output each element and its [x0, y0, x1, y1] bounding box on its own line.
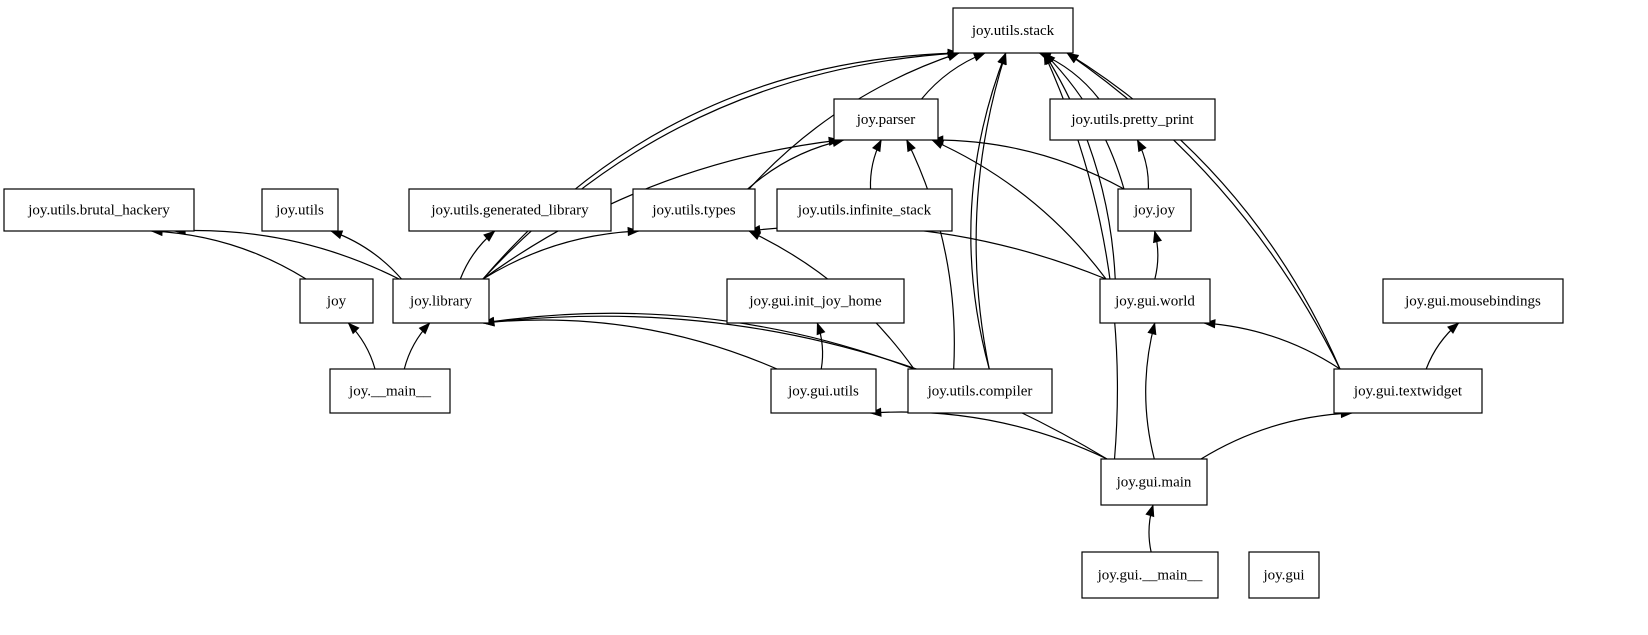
edge-joy-gui-textwidget-to-joy-utils-stack	[1066, 52, 1341, 370]
arrowhead-icon	[1043, 52, 1053, 66]
node-box	[1100, 458, 1208, 506]
node-joy-gui-world[interactable]: joy.gui.world	[1099, 278, 1211, 324]
node-joy-utils-generated-library[interactable]: joy.utils.generated_library	[408, 188, 612, 232]
arrowhead-icon	[1066, 52, 1080, 63]
node-box	[632, 188, 756, 232]
arrowhead-icon	[906, 139, 916, 153]
edge-joy-gui-utils-to-joy-library	[482, 319, 778, 370]
node-box	[726, 278, 905, 324]
node-box	[408, 188, 612, 232]
node-box	[392, 278, 490, 324]
node-box	[1333, 368, 1483, 414]
arrowhead-icon	[872, 139, 882, 153]
edge-joy-library-to-joy-utils-brutal-hackery	[174, 229, 400, 280]
edge-joy-utils-types-to-joy-parser	[747, 139, 844, 190]
arrowhead-icon	[931, 139, 945, 149]
node-box	[329, 368, 451, 414]
edge-joy-gui-textwidget-to-joy-gui-world	[1203, 322, 1341, 370]
node-box	[261, 188, 339, 232]
node-joy-gui-init-joy-home[interactable]: joy.gui.init_joy_home	[726, 278, 905, 324]
node-box	[907, 368, 1053, 414]
edge-joy-gui-main-to-joy-gui-utils	[869, 411, 1108, 460]
node-box	[1081, 551, 1219, 599]
node-joy-gui[interactable]: joy.gui	[1248, 551, 1320, 599]
arrowhead-icon	[418, 322, 431, 335]
node-joy-gui-main[interactable]: joy.gui.__main__	[1081, 551, 1219, 599]
edge-joy-gui-main-to-joy-gui-textwidget	[1200, 412, 1353, 460]
node-box	[1248, 551, 1320, 599]
node-joy-gui-main[interactable]: joy.gui.main	[1100, 458, 1208, 506]
edge-joy-utils-compiler-to-joy-library	[482, 312, 915, 370]
node-joy-utils-stack[interactable]: joy.utils.stack	[952, 7, 1074, 54]
edge-joy-joy-to-joy-parser	[931, 139, 1125, 190]
node-box	[3, 188, 195, 232]
edge-joy-utils-compiler-to-joy-utils-stack	[970, 52, 1007, 370]
arrowhead-icon	[816, 322, 826, 336]
edge-joy-parser-to-joy-utils-stack	[921, 52, 986, 100]
node-joy-utils-brutal-hackery[interactable]: joy.utils.brutal_hackery	[3, 188, 195, 232]
node-box	[833, 98, 939, 141]
node-box	[952, 7, 1074, 54]
edge-joy-gui-world-to-joy-utils-stack	[1043, 52, 1116, 280]
node-joy-utils-infinite-stack[interactable]: joy.utils.infinite_stack	[776, 188, 953, 232]
node-box	[776, 188, 953, 232]
node-joy-utils-compiler[interactable]: joy.utils.compiler	[907, 368, 1053, 414]
node-joy-joy[interactable]: joy.joy	[1117, 188, 1192, 232]
node-joy-main[interactable]: joy.__main__	[329, 368, 451, 414]
nodes-layer: joy.utils.stack joy.parser joy.utils.prett…	[3, 7, 1564, 599]
node-joy-utils-types[interactable]: joy.utils.types	[632, 188, 756, 232]
node-joy-utils[interactable]: joy.utils	[261, 188, 339, 232]
edge-joy-library-to-joy-utils-types	[482, 230, 640, 280]
edge-joy-utils-compiler-to-joy-parser	[906, 139, 955, 370]
arrowhead-icon	[946, 52, 960, 61]
arrowhead-icon	[1136, 139, 1147, 153]
edge-joy-gui-main-to-joy-library	[482, 315, 1108, 460]
arrowhead-icon	[1145, 504, 1155, 518]
edge-joy-library-to-joy-utils-stack	[482, 52, 960, 280]
arrowhead-icon	[748, 230, 762, 241]
node-joy-gui-utils[interactable]: joy.gui.utils	[770, 368, 877, 414]
node-joy-library[interactable]: joy.library	[392, 278, 490, 324]
arrowhead-icon	[330, 230, 344, 240]
arrowhead-icon	[1147, 322, 1157, 336]
node-joy-parser[interactable]: joy.parser	[833, 98, 939, 141]
node-joy[interactable]: joy	[299, 278, 374, 324]
node-box	[770, 368, 877, 414]
node-joy-utils-pretty-print[interactable]: joy.utils.pretty_print	[1049, 98, 1216, 141]
node-box	[299, 278, 374, 324]
edge-joy-utils-compiler-to-joy-utils-stack	[975, 52, 1007, 370]
edge-joy-gui-textwidget-to-joy-utils-stack	[1066, 52, 1341, 370]
arrowhead-icon	[1153, 230, 1162, 244]
node-box	[1049, 98, 1216, 141]
edge-joy-gui-world-to-joy-parser	[931, 139, 1107, 280]
edge-joy-gui-world-to-joy-utils-types	[748, 224, 1107, 280]
arrowhead-icon	[347, 322, 360, 335]
arrowhead-icon	[483, 230, 496, 242]
edges-layer	[150, 48, 1460, 553]
node-joy-gui-mousebindings[interactable]: joy.gui.mousebindings	[1382, 278, 1564, 324]
edge-joy-gui-main-to-joy-gui-world	[1145, 322, 1156, 460]
node-box	[1099, 278, 1211, 324]
node-joy-gui-textwidget[interactable]: joy.gui.textwidget	[1333, 368, 1483, 414]
arrowhead-icon	[1447, 322, 1460, 334]
node-box	[1382, 278, 1564, 324]
edge-joy-library-to-joy-parser	[482, 139, 841, 280]
edge-joy-library-to-joy-utils-stack	[482, 52, 960, 280]
node-box	[1117, 188, 1192, 232]
arrowhead-icon	[972, 52, 986, 62]
arrowhead-icon	[997, 52, 1007, 66]
edge-joy-to-joy-utils-brutal-hackery	[151, 230, 307, 280]
